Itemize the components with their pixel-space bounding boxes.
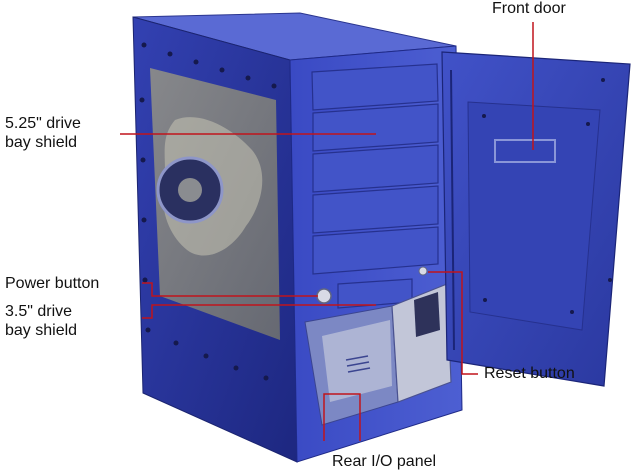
front-door-inner-panel: [467, 101, 601, 331]
flap-tray: [322, 320, 392, 402]
label-front-door: Front door: [492, 0, 566, 17]
leader-lines: [120, 22, 534, 441]
label-power-button: Power button: [5, 275, 100, 292]
door-screws: [482, 78, 612, 314]
leader-power-button: [142, 282, 318, 297]
flap-vents: [345, 355, 371, 373]
reset-button: [418, 266, 428, 276]
leader-reset-button: [428, 271, 478, 375]
label-35-line2: bay shield: [5, 322, 78, 339]
leader-rear-io: [323, 393, 361, 441]
label-35-drive-bay-shield: 3.5" drive bay shield: [5, 302, 77, 340]
label-525-line1: 5.25" drive: [5, 115, 81, 132]
label-35-line1: 3.5" drive: [5, 303, 73, 320]
case-fan-hub: [178, 178, 202, 202]
door-hinge-edge: [450, 69, 455, 351]
power-button: [316, 288, 332, 304]
leader-35-bay: [142, 304, 376, 319]
label-525-drive-bay-shield: 5.25" drive bay shield: [5, 114, 81, 152]
drive-bay-525-shields: [311, 63, 439, 275]
label-rear-io-panel: Rear I/O panel: [332, 453, 437, 470]
rear-io-connectors: [414, 292, 440, 337]
door-logo-emblem: [494, 139, 556, 163]
side-screws: [139, 42, 277, 381]
label-reset-button: Reset button: [484, 365, 575, 382]
label-525-line2: bay shield: [5, 134, 78, 151]
